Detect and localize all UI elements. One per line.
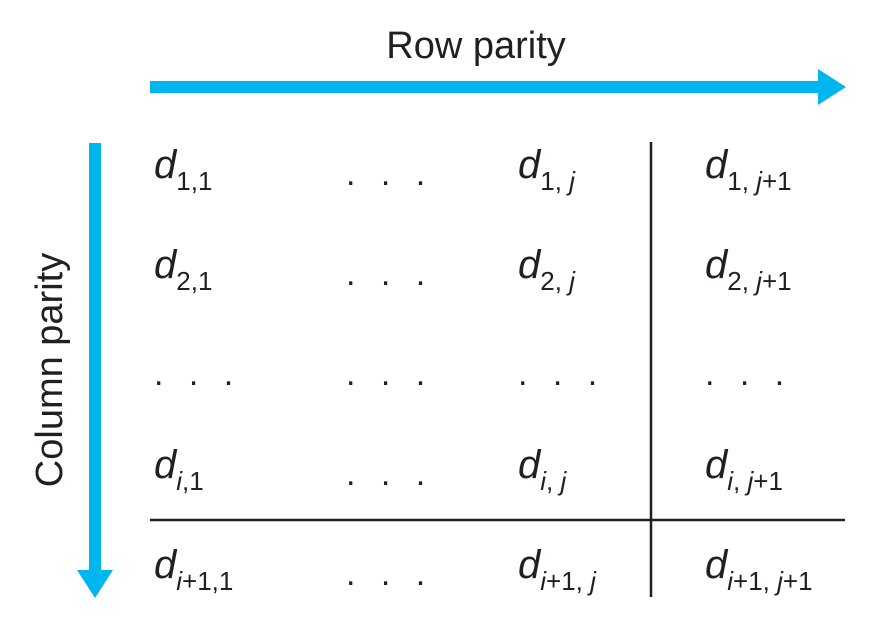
matrix-cell-r4-c4: di, j+1	[705, 443, 783, 496]
matrix-cell-r5-c1: di+1,1	[154, 543, 234, 596]
matrix-cell-r5-c3: di+1, j	[518, 543, 596, 596]
matrix-cell-r1-c4: d1, j+1	[705, 143, 792, 196]
matrix-cell-r2-c4: d2, j+1	[705, 243, 792, 296]
column-parity-arrow	[77, 143, 113, 598]
ellipsis-r3-c1: . . .	[154, 355, 242, 393]
matrix-cell-r4-c3: di, j	[518, 443, 567, 496]
matrix-cell-r2-c1: d2,1	[154, 243, 213, 296]
matrix-cell-r4-c1: di,1	[154, 443, 204, 496]
ellipsis-r3-c2: . . .	[346, 355, 434, 393]
matrix-cell-r1-c3: d1, j	[518, 143, 575, 196]
ellipsis-r2-c2: . . .	[346, 255, 434, 293]
row-parity-arrow	[150, 69, 846, 105]
ellipsis-r3-c3: . . .	[518, 355, 606, 393]
matrix-cell-r5-c4: di+1, j+1	[705, 543, 813, 596]
ellipsis-r5-c2: . . .	[346, 555, 434, 593]
ellipsis-r3-c4: . . .	[705, 355, 793, 393]
ellipsis-r1-c2: . . .	[346, 155, 434, 193]
matrix-cell-r2-c3: d2, j	[518, 243, 575, 296]
row-parity-label: Row parity	[386, 25, 566, 67]
matrix-cell-r1-c1: d1,1	[154, 143, 213, 196]
ellipsis-r4-c2: . . .	[346, 455, 434, 493]
column-parity-label: Column parity	[29, 253, 71, 487]
